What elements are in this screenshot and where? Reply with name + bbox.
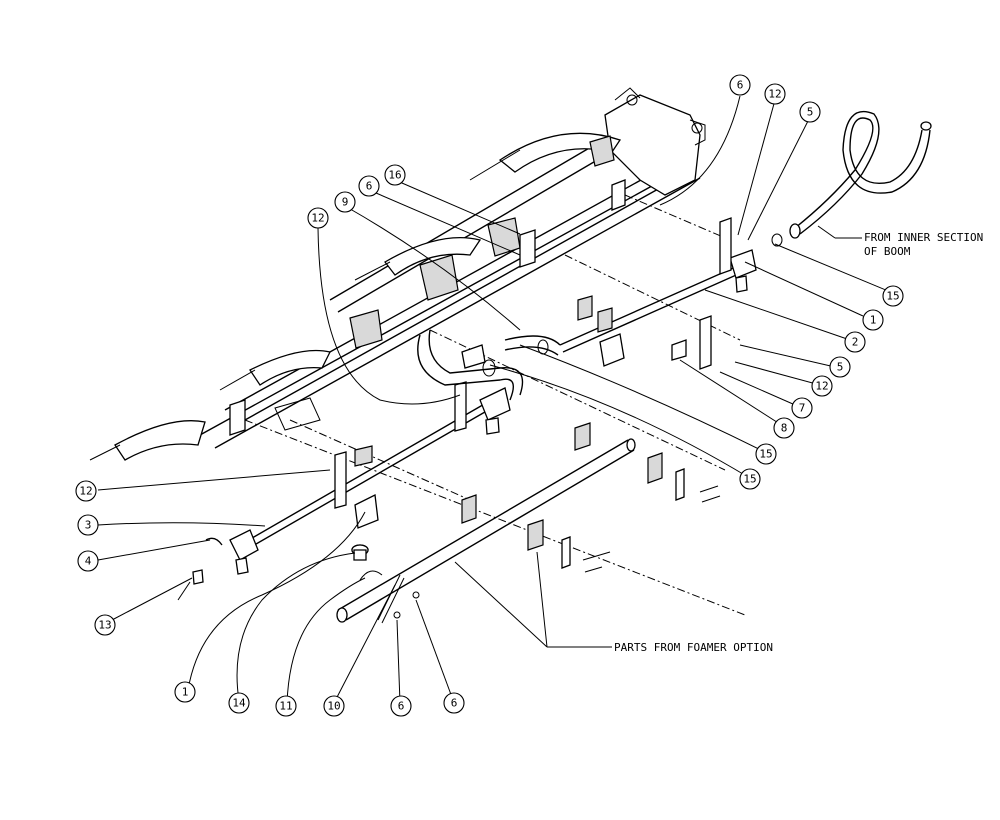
- note-inner-section-line1: FROM INNER SECTION: [864, 231, 983, 244]
- note-foamer-option: PARTS FROM FOAMER OPTION: [614, 641, 773, 654]
- svg-text:6: 6: [398, 700, 405, 713]
- callout-6: 6: [729, 74, 751, 96]
- svg-text:3: 3: [85, 519, 92, 532]
- boom-frame: [89, 87, 706, 461]
- svg-text:6: 6: [737, 79, 744, 92]
- svg-text:6: 6: [451, 697, 458, 710]
- right-spray-pipe: [504, 217, 757, 370]
- callout-2: 2: [844, 331, 866, 353]
- svg-text:12: 12: [815, 380, 828, 393]
- callouts: 6 12 5 16 6 9 12 15 1 2 5 12 7 8 15 15 1…: [75, 74, 904, 717]
- callout-7: 7: [791, 397, 813, 419]
- callout-13: 13: [94, 614, 116, 636]
- svg-text:10: 10: [327, 700, 340, 713]
- svg-text:5: 5: [807, 106, 814, 119]
- callout-12: 12: [764, 83, 786, 105]
- svg-text:6: 6: [366, 180, 373, 193]
- svg-text:2: 2: [852, 336, 859, 349]
- svg-text:7: 7: [799, 402, 806, 415]
- callout-14: 14: [228, 692, 250, 714]
- callout-6: 6: [390, 695, 412, 717]
- svg-text:12: 12: [311, 212, 324, 225]
- lower-spray-pipe: [229, 329, 524, 575]
- callout-15: 15: [755, 443, 777, 465]
- callout-1: 1: [862, 309, 884, 331]
- callout-12: 12: [75, 480, 97, 502]
- svg-text:15: 15: [886, 290, 899, 303]
- notes: FROM INNER SECTION OF BOOM PARTS FROM FO…: [614, 231, 983, 654]
- svg-text:12: 12: [79, 485, 92, 498]
- callout-5: 5: [799, 101, 821, 123]
- svg-text:12: 12: [768, 88, 781, 101]
- svg-text:9: 9: [342, 196, 349, 209]
- callout-3: 3: [77, 514, 99, 536]
- svg-text:11: 11: [279, 700, 292, 713]
- foamer-parts: [177, 422, 721, 624]
- callout-11: 11: [275, 695, 297, 717]
- svg-text:14: 14: [232, 697, 246, 710]
- callout-9: 9: [334, 191, 356, 213]
- callout-1: 1: [174, 681, 196, 703]
- note-inner-section-line2: OF BOOM: [864, 245, 911, 258]
- svg-text:15: 15: [759, 448, 772, 461]
- inner-section-hose: [771, 110, 932, 247]
- svg-text:4: 4: [85, 555, 92, 568]
- callout-8: 8: [773, 417, 795, 439]
- callout-5: 5: [829, 356, 851, 378]
- callout-16: 16: [384, 164, 406, 186]
- svg-text:8: 8: [781, 422, 788, 435]
- svg-text:1: 1: [870, 314, 877, 327]
- svg-text:16: 16: [388, 169, 401, 182]
- callout-12: 12: [307, 207, 329, 229]
- callout-15: 15: [882, 285, 904, 307]
- svg-text:13: 13: [98, 619, 111, 632]
- callout-15: 15: [739, 468, 761, 490]
- leader-lines: [97, 95, 894, 704]
- svg-text:5: 5: [837, 361, 844, 374]
- callout-12: 12: [811, 375, 833, 397]
- callout-10: 10: [323, 695, 345, 717]
- callout-6: 6: [443, 692, 465, 714]
- svg-text:15: 15: [743, 473, 756, 486]
- svg-text:1: 1: [182, 686, 189, 699]
- callout-4: 4: [77, 550, 99, 572]
- callout-6: 6: [358, 175, 380, 197]
